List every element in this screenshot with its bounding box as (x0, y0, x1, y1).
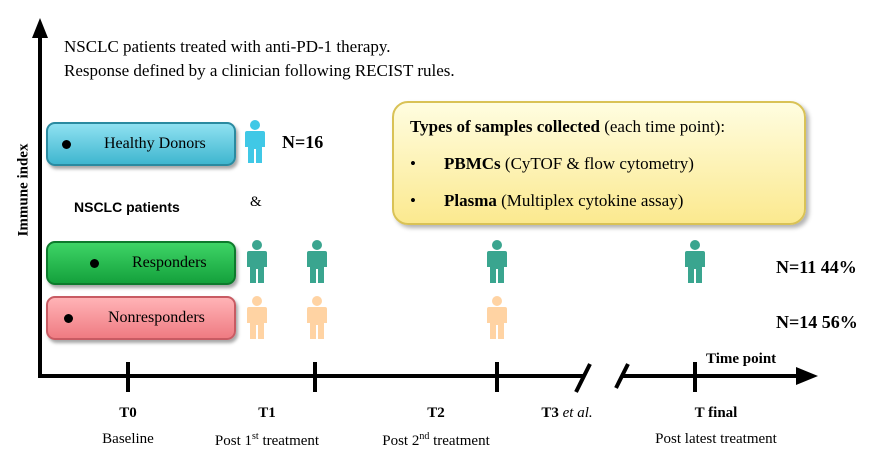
healthy-donors-box: Healthy Donors (46, 122, 236, 166)
timepoint-t1-name: T1 (258, 405, 276, 421)
timepoint-t2-desc: Post 2nd treatment (382, 431, 490, 449)
bullet-dot (90, 258, 99, 268)
person-icon (305, 240, 329, 284)
timepoint-tfinal-desc: Post latest treatment (655, 431, 777, 447)
x-axis-arrow (796, 367, 818, 385)
person-icon (683, 240, 707, 284)
person-icon (485, 240, 509, 284)
axis-break-left (574, 363, 592, 393)
healthy-donors-label: Healthy Donors (104, 135, 206, 152)
bullet-dot (64, 313, 73, 323)
sample-item-plasma: •Plasma (Multiplex cytokine assay) (410, 191, 684, 210)
axis-break-right (614, 363, 630, 389)
nsclc-patients-label: NSCLC patients (74, 199, 180, 215)
timepoint-t0-desc: Baseline (102, 431, 154, 447)
healthy-count: N=16 (282, 132, 324, 152)
ampersand: & (250, 194, 262, 210)
intro-line-1: NSCLC patients treated with anti-PD-1 th… (64, 37, 391, 56)
timepoint-t3-name: T3 et al. (541, 405, 593, 421)
nonresponders-label: Nonresponders (108, 309, 205, 326)
timepoint-t2-name: T2 (427, 405, 445, 421)
y-axis-label: Immune index (15, 143, 32, 237)
person-icon (485, 296, 509, 340)
samples-info-box: Types of samples collected (each time po… (392, 101, 806, 225)
nonresponders-count: N=14 56% (776, 312, 858, 332)
responders-box: Responders (46, 241, 236, 285)
person-icon (305, 296, 329, 340)
person-icon (245, 296, 269, 340)
timepoint-tfinal-name: T final (694, 405, 738, 421)
person-icon (243, 120, 267, 164)
responders-label: Responders (132, 254, 207, 271)
nonresponders-box: Nonresponders (46, 296, 236, 340)
responders-count: N=11 44% (776, 257, 857, 277)
x-axis-label: Time point (706, 351, 777, 367)
timepoint-t1-desc: Post 1st treatment (214, 431, 320, 449)
y-axis-arrow (32, 18, 48, 38)
samples-title: Types of samples collected (each time po… (410, 117, 726, 136)
intro-line-2: Response defined by a clinician followin… (64, 61, 455, 80)
bullet-dot (62, 139, 71, 149)
person-icon (245, 240, 269, 284)
sample-item-pbmcs: •PBMCs (CyTOF & flow cytometry) (410, 154, 694, 173)
timepoint-t0-name: T0 (119, 405, 137, 421)
